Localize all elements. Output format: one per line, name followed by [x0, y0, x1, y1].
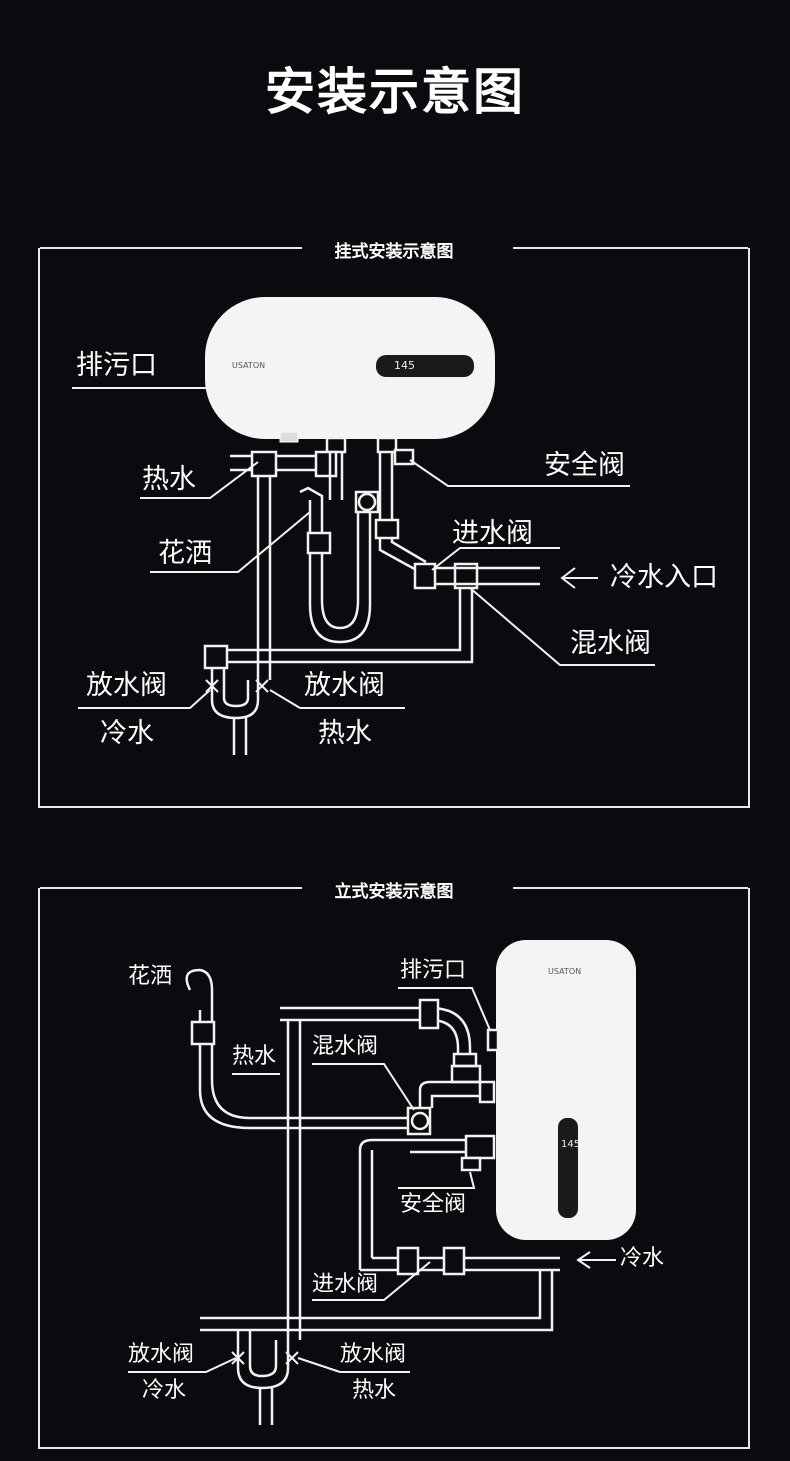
wall-display-value: 145 [394, 359, 415, 372]
floor-label-mixing-valve: 混水阀 [312, 1034, 379, 1059]
wall-label-drain-outlet: 排污口 [76, 350, 157, 381]
wall-label-hot-water-bottom: 热水 [318, 718, 372, 749]
floor-label-cold-water: 冷水 [620, 1246, 665, 1271]
wall-label-hot-water: 热水 [142, 464, 196, 495]
wall-heater-display [376, 355, 474, 377]
wall-label-drain-valve-right: 放水阀 [304, 670, 385, 701]
floor-label-shower: 花洒 [128, 964, 173, 989]
wall-mount-panel: 挂式安装示意图 [38, 242, 750, 808]
page-title: 安装示意图 [265, 63, 525, 121]
floor-stand-heading: 立式安装示意图 [334, 882, 454, 902]
floor-stand-panel: 立式安装示意图 [38, 882, 750, 1449]
floor-heater-tank [496, 940, 636, 1240]
wall-label-shower: 花洒 [158, 538, 212, 569]
wall-label-cold-water-inlet: 冷水入口 [610, 562, 718, 593]
wall-mount-heading: 挂式安装示意图 [334, 242, 454, 262]
floor-label-drain-valve-left: 放水阀 [128, 1342, 195, 1367]
floor-display-value: 145 [561, 1139, 581, 1150]
floor-heater-display [558, 1118, 578, 1218]
arrow-left-icon [560, 567, 598, 589]
floor-brand: USATON [548, 967, 582, 976]
floor-label-safety-valve: 安全阀 [400, 1192, 467, 1217]
wall-label-mixing-valve: 混水阀 [570, 628, 651, 659]
floor-label-inlet-valve: 进水阀 [312, 1272, 379, 1297]
wall-heater-tank [205, 297, 495, 439]
floor-label-hot-water: 热水 [232, 1044, 277, 1069]
wall-label-cold-water: 冷水 [100, 718, 154, 749]
floor-label-hot-water-bottom: 热水 [352, 1378, 397, 1403]
floor-label-drain-outlet: 排污口 [400, 958, 467, 983]
wall-label-drain-valve-left: 放水阀 [86, 670, 167, 701]
wall-label-inlet-valve: 进水阀 [452, 518, 533, 549]
wall-brand: USATON [232, 361, 266, 370]
floor-label-drain-valve-right: 放水阀 [340, 1342, 407, 1367]
wall-label-safety-valve: 安全阀 [544, 450, 625, 481]
arrow-left-icon [576, 1251, 616, 1269]
floor-label-cold-water-bottom: 冷水 [142, 1378, 187, 1403]
